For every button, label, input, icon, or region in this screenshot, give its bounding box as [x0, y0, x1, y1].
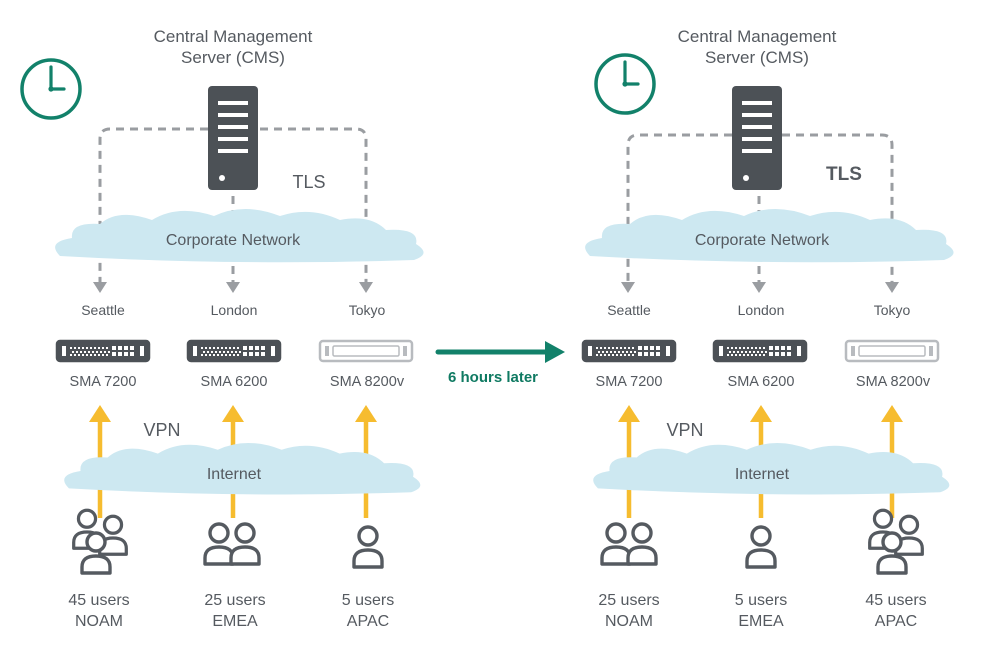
device-label-sma-7200: SMA 7200 [70, 374, 137, 390]
tls-label: TLS [826, 164, 862, 185]
region-apac: APAC [875, 613, 917, 630]
users-group-3-icon [72, 508, 128, 575]
site-city-london: London [211, 302, 258, 318]
device-label-sma-6200: SMA 6200 [728, 374, 795, 390]
person-icon [229, 522, 261, 566]
region-emea: EMEA [738, 613, 784, 630]
person-icon [600, 522, 632, 566]
user-icon [745, 525, 777, 569]
users-group-2-icon [600, 522, 658, 566]
tls-arrowheads [621, 282, 899, 293]
server-icon [208, 86, 258, 190]
clock-icon [594, 53, 656, 115]
corporate-network-label: Corporate Network [166, 232, 301, 249]
transition-arrow [435, 341, 565, 363]
user-count-noam: 25 users [598, 592, 659, 609]
person-icon [626, 522, 658, 566]
vpn-label: VPN [666, 420, 703, 440]
tls-label: TLS [292, 172, 325, 192]
person-icon [745, 525, 777, 569]
vpn-label: VPN [143, 420, 180, 440]
site-city-seattle: Seattle [81, 302, 125, 318]
appliance-sma-8200v-icon [318, 339, 414, 363]
person-icon [352, 525, 384, 569]
appliance-sma-6200-icon [712, 339, 808, 363]
device-label-sma-6200: SMA 6200 [201, 374, 268, 390]
region-noam: NOAM [75, 613, 123, 630]
user-icon [352, 525, 384, 569]
cms-label-line2: Server (CMS) [705, 48, 809, 67]
device-label-sma-7200: SMA 7200 [596, 374, 663, 390]
cms-label-line1: Central Management [678, 27, 837, 46]
appliance-sma-6200-icon [186, 339, 282, 363]
user-count-emea: 5 users [735, 592, 787, 609]
internet-label: Internet [207, 466, 262, 483]
appliance-sma-8200v-icon [844, 339, 940, 363]
clock-icon [20, 58, 82, 120]
site-city-seattle: Seattle [607, 302, 651, 318]
appliance-sma-7200-icon [55, 339, 151, 363]
region-noam: NOAM [605, 613, 653, 630]
region-apac: APAC [347, 613, 389, 630]
corporate-network-label: Corporate Network [695, 232, 830, 249]
transition-label: 6 hours later [448, 369, 538, 386]
person-icon [203, 522, 235, 566]
device-label-sma-8200v: SMA 8200v [330, 374, 405, 390]
tls-arrowheads [93, 282, 373, 293]
site-city-tokyo: Tokyo [874, 302, 911, 318]
user-count-emea: 25 users [204, 592, 265, 609]
panel-after: Central Management Server (CMS) TLS Corp… [581, 27, 954, 630]
server-icon [732, 86, 782, 190]
region-emea: EMEA [212, 613, 258, 630]
cms-label-line2: Server (CMS) [181, 48, 285, 67]
panel-before: Central Management Server (CMS) TLS Corp… [20, 27, 424, 630]
users-group-2-icon [203, 522, 261, 566]
appliance-sma-7200-icon [581, 339, 677, 363]
user-count-apac: 5 users [342, 592, 394, 609]
cms-label-line1: Central Management [154, 27, 313, 46]
user-count-noam: 45 users [68, 592, 129, 609]
site-city-london: London [738, 302, 785, 318]
users-group-3-icon [868, 508, 924, 575]
internet-label: Internet [735, 466, 790, 483]
device-label-sma-8200v: SMA 8200v [856, 374, 931, 390]
user-count-apac: 45 users [865, 592, 926, 609]
site-city-tokyo: Tokyo [349, 302, 386, 318]
